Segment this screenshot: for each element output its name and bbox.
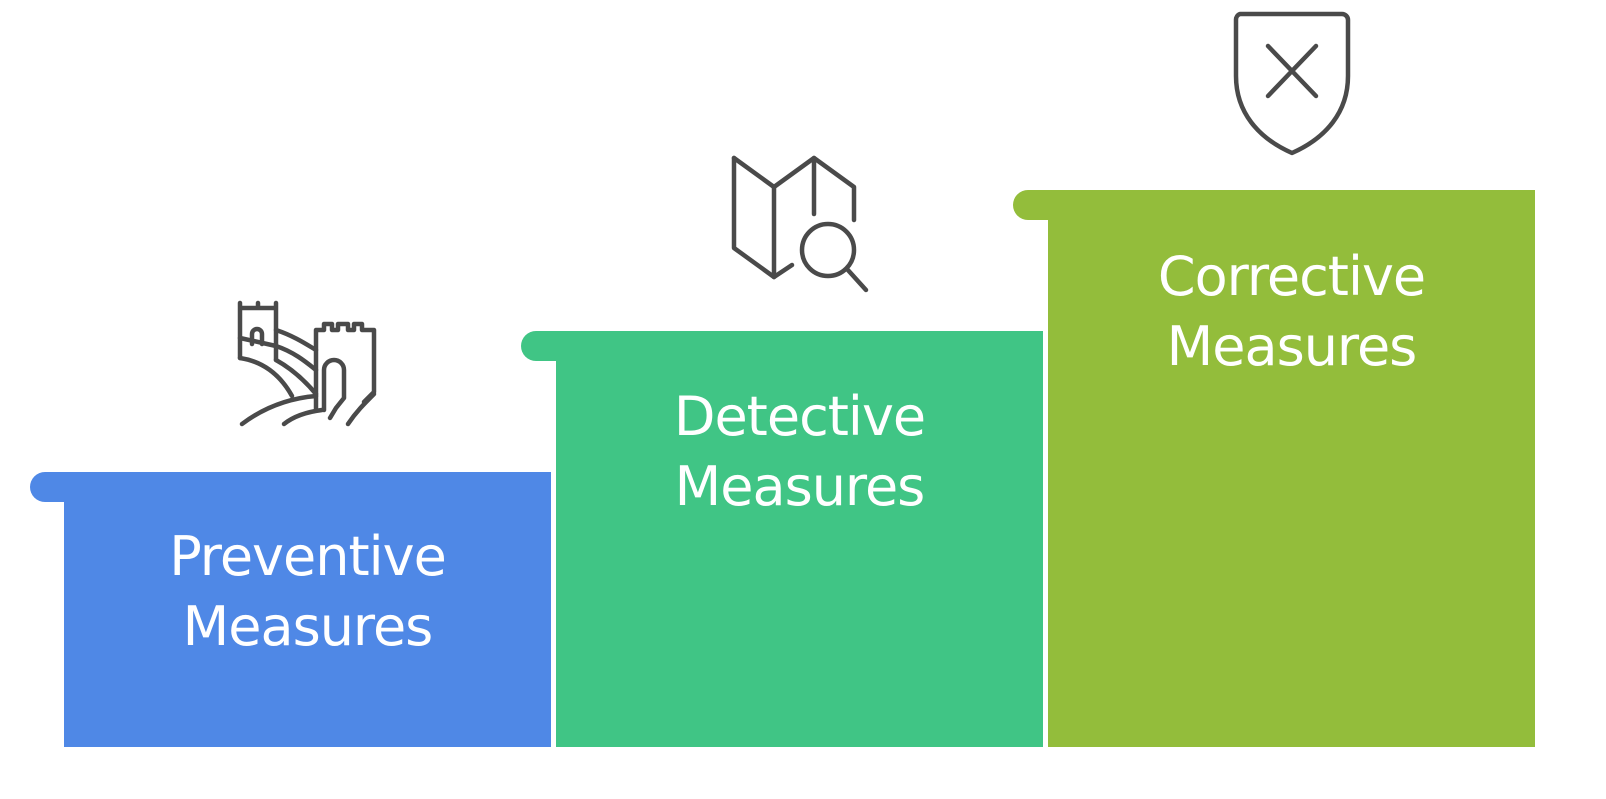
- step-label-line1: Preventive: [169, 525, 447, 588]
- shield-x-icon: [1232, 11, 1352, 157]
- step-label-line1: Detective: [673, 385, 926, 448]
- step-label: Detective Measures: [556, 382, 1043, 522]
- step-label-line2: Measures: [674, 455, 926, 518]
- castle-wall-icon: [236, 300, 381, 430]
- step-label-line2: Measures: [1166, 315, 1418, 378]
- step-tab: [1013, 190, 1053, 220]
- step-label-line2: Measures: [182, 595, 434, 658]
- step-block: [1048, 190, 1535, 747]
- step-tab: [521, 331, 561, 361]
- map-search-icon: [726, 150, 876, 300]
- step-label-line1: Corrective: [1157, 245, 1426, 308]
- step-tab: [30, 472, 70, 502]
- step-label: Preventive Measures: [64, 522, 551, 662]
- step-block: [64, 472, 551, 747]
- step-block: [556, 331, 1043, 747]
- step-label: Corrective Measures: [1048, 242, 1535, 382]
